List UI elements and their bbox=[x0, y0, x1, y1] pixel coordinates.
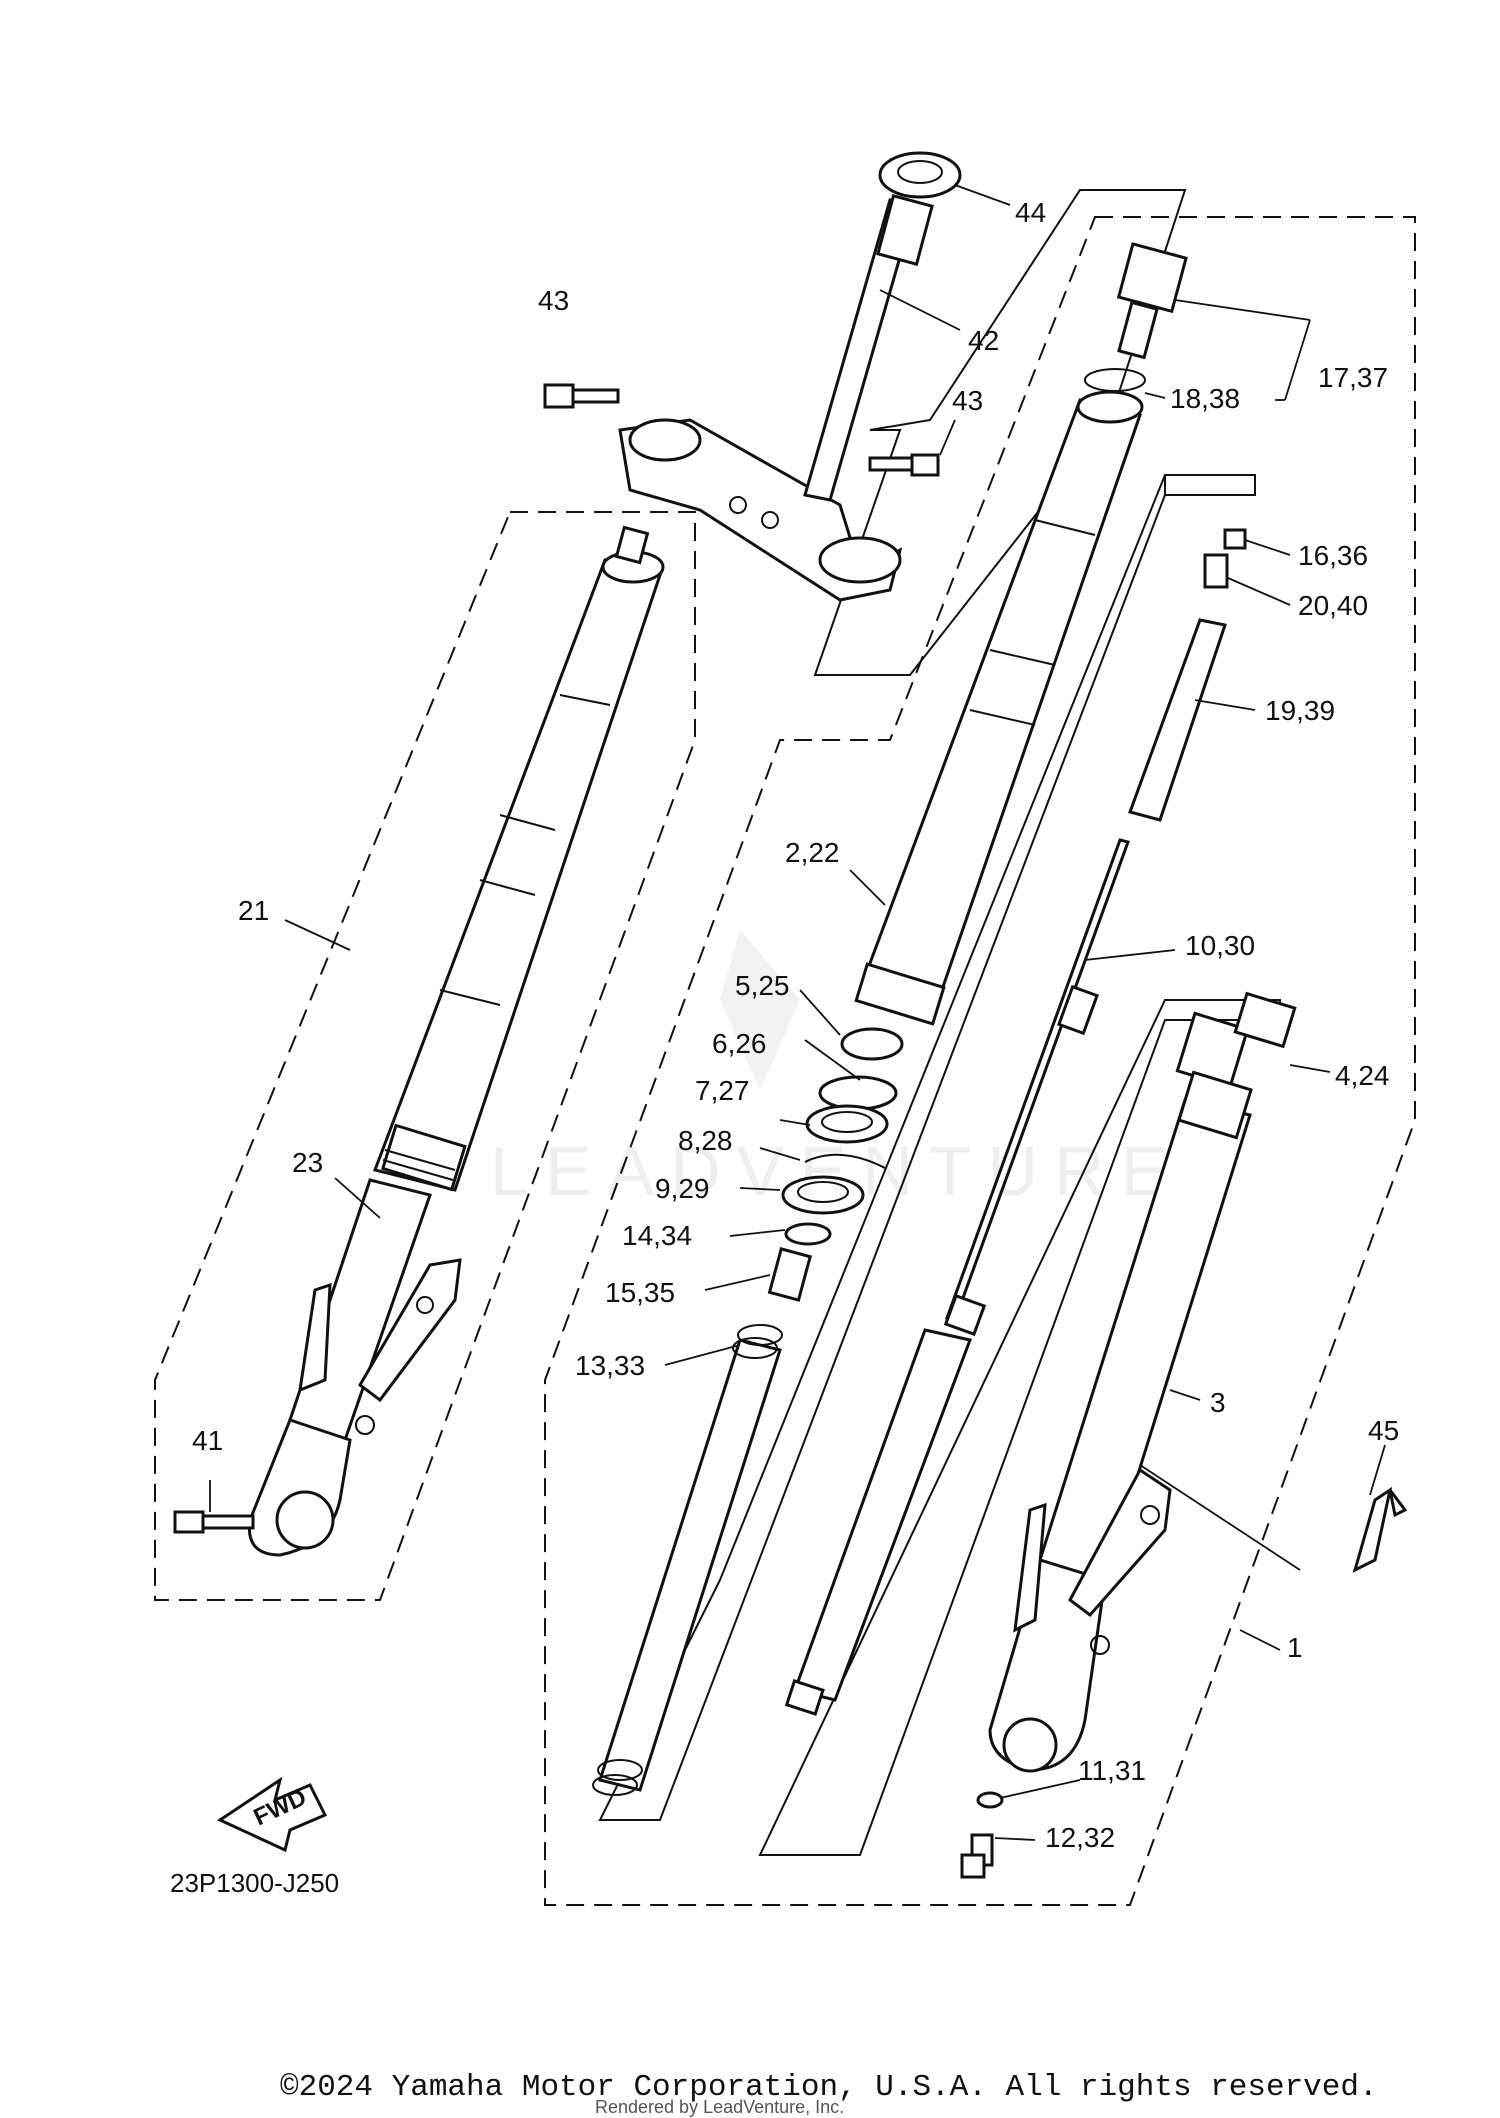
callout-6-26: 6,26 bbox=[712, 1028, 767, 1059]
bushing-5-25 bbox=[840, 1027, 904, 1061]
bearing-44 bbox=[878, 151, 962, 199]
callout-2-22: 2,22 bbox=[785, 837, 840, 868]
left-fork-tube bbox=[247, 550, 665, 1557]
washer-11-31 bbox=[976, 1791, 1004, 1809]
spacer-19-39 bbox=[1128, 618, 1227, 822]
diagram-code: 23P1300-J250 bbox=[170, 1868, 339, 1898]
callout-5-25: 5,25 bbox=[735, 970, 790, 1001]
nut-16-36 bbox=[1223, 528, 1247, 550]
oil-seal-7-27 bbox=[805, 1104, 889, 1144]
callout-15-35: 15,35 bbox=[605, 1277, 675, 1308]
callout-44: 44 bbox=[1015, 197, 1046, 228]
dust-seal-9-29 bbox=[781, 1175, 865, 1215]
callout-16-36: 16,36 bbox=[1298, 540, 1368, 571]
seat-15-35 bbox=[767, 1247, 813, 1302]
callout-17-37: 17,37 bbox=[1318, 362, 1388, 393]
outer-tube-3 bbox=[988, 1011, 1253, 1773]
clip-8-28 bbox=[804, 1153, 886, 1169]
callout-21: 21 bbox=[238, 895, 269, 926]
damper-outline bbox=[758, 999, 1281, 1856]
callout-23: 23 bbox=[292, 1147, 323, 1178]
inner-cartridge-outline bbox=[598, 474, 1256, 1821]
right-fork-assembly-outline bbox=[544, 216, 1416, 1906]
callout-20-40: 20,40 bbox=[1298, 590, 1368, 621]
callout-43-right: 43 bbox=[952, 385, 983, 416]
callout-4-24: 4,24 bbox=[1335, 1060, 1390, 1091]
callout-10-30: 10,30 bbox=[1185, 930, 1255, 961]
seat-14-34 bbox=[784, 1222, 832, 1246]
copyright-notice: ©2024 Yamaha Motor Corporation, U.S.A. A… bbox=[280, 2070, 1378, 2105]
right-fork-tube bbox=[854, 390, 1144, 1026]
steering-stem-42 bbox=[803, 194, 934, 502]
callout-labels: 44 43 42 43 17,37 18,38 16,36 20,40 19,3… bbox=[192, 197, 1399, 1853]
bolt-41 bbox=[173, 1510, 255, 1534]
bolt-43a bbox=[543, 383, 620, 409]
callout-3: 3 bbox=[1210, 1387, 1226, 1418]
o-ring-18-38 bbox=[1084, 368, 1146, 392]
callout-1: 1 bbox=[1287, 1632, 1303, 1663]
callout-41: 41 bbox=[192, 1425, 223, 1456]
fwd-arrow: FWD bbox=[216, 1776, 328, 1853]
upper-bracket bbox=[618, 418, 903, 602]
callout-45: 45 bbox=[1368, 1415, 1399, 1446]
callout-19-39: 19,39 bbox=[1265, 695, 1335, 726]
collar-20-40 bbox=[1203, 553, 1229, 589]
callout-7-27: 7,27 bbox=[695, 1075, 750, 1106]
spring-13-33 bbox=[592, 1324, 783, 1796]
bolt-43b bbox=[868, 453, 940, 477]
bracket-45 bbox=[1352, 1486, 1408, 1573]
bushing-4-24 bbox=[1233, 991, 1297, 1049]
callout-14-34: 14,34 bbox=[622, 1220, 692, 1251]
left-fork-cap bbox=[614, 525, 650, 565]
callout-8-28: 8,28 bbox=[678, 1125, 733, 1156]
bolt-12-32 bbox=[960, 1833, 994, 1879]
callout-42: 42 bbox=[968, 325, 999, 356]
callout-13-33: 13,33 bbox=[575, 1350, 645, 1381]
rendered-by-notice: Rendered by LeadVenture, Inc. bbox=[595, 2097, 845, 2117]
callout-18-38: 18,38 bbox=[1170, 383, 1240, 414]
damper-rod-10-30 bbox=[943, 838, 1130, 1337]
washer-6-26 bbox=[818, 1075, 898, 1111]
left-fork-assembly-outline bbox=[154, 511, 696, 1601]
leader-lines bbox=[209, 184, 1386, 1841]
callout-12-32: 12,32 bbox=[1045, 1822, 1115, 1853]
cap-bolt-17-37 bbox=[1116, 242, 1188, 360]
callout-9-29: 9,29 bbox=[655, 1173, 710, 1204]
callout-43-upper: 43 bbox=[538, 285, 569, 316]
callout-11-31: 11,31 bbox=[1078, 1755, 1146, 1786]
damper-tube bbox=[784, 1328, 973, 1716]
